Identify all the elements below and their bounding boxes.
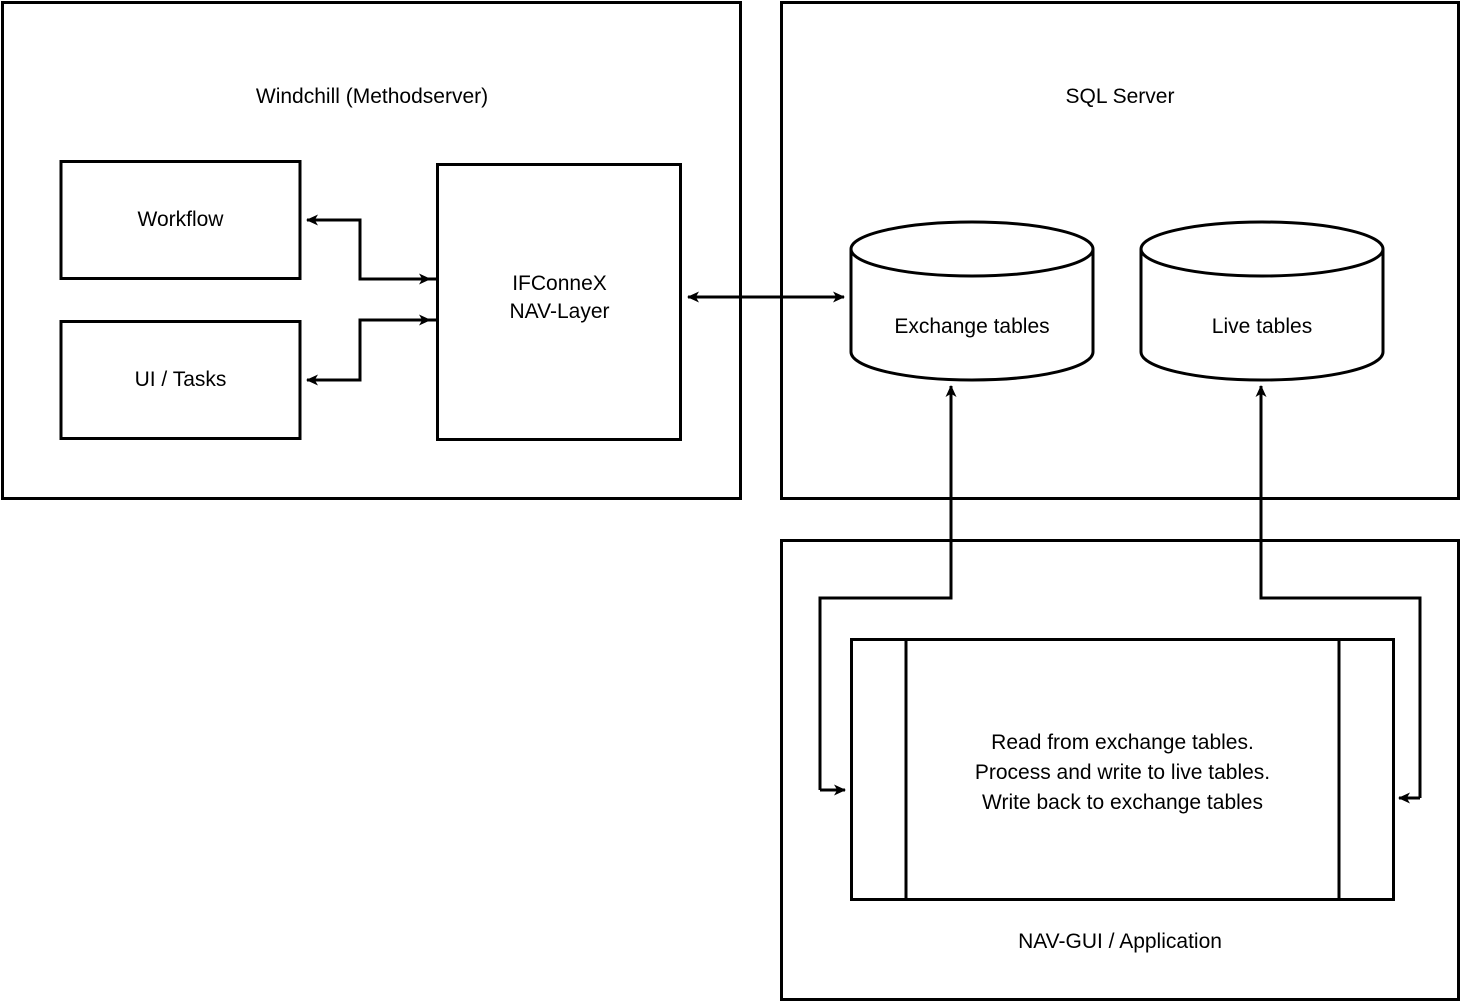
connector-process-to-exchange [818,388,953,790]
node-label-process: Read from exchange tables. Process and w… [906,728,1339,818]
node-ifconnex[interactable] [436,163,682,441]
connector-ifconnex-to-ui-tasks [306,318,437,386]
node-label-process-line1: Read from exchange tables. [991,731,1254,754]
node-label-ifconnex: IFConneX NAV-Layer [438,270,681,326]
node-exchange-tables[interactable] [849,220,1095,382]
node-workflow[interactable] [59,160,302,280]
node-label-ifconnex-line2: NAV-Layer [509,300,610,323]
node-ui-tasks[interactable] [59,320,302,440]
node-label-process-line3: Write back to exchange tables [982,791,1263,814]
connector-process-to-live [1259,388,1422,798]
node-live-tables[interactable] [1139,220,1385,382]
node-label-process-line2: Process and write to live tables. [974,761,1271,784]
node-label-ifconnex-line1: IFConneX [512,272,607,295]
node-process[interactable] [850,638,1395,901]
